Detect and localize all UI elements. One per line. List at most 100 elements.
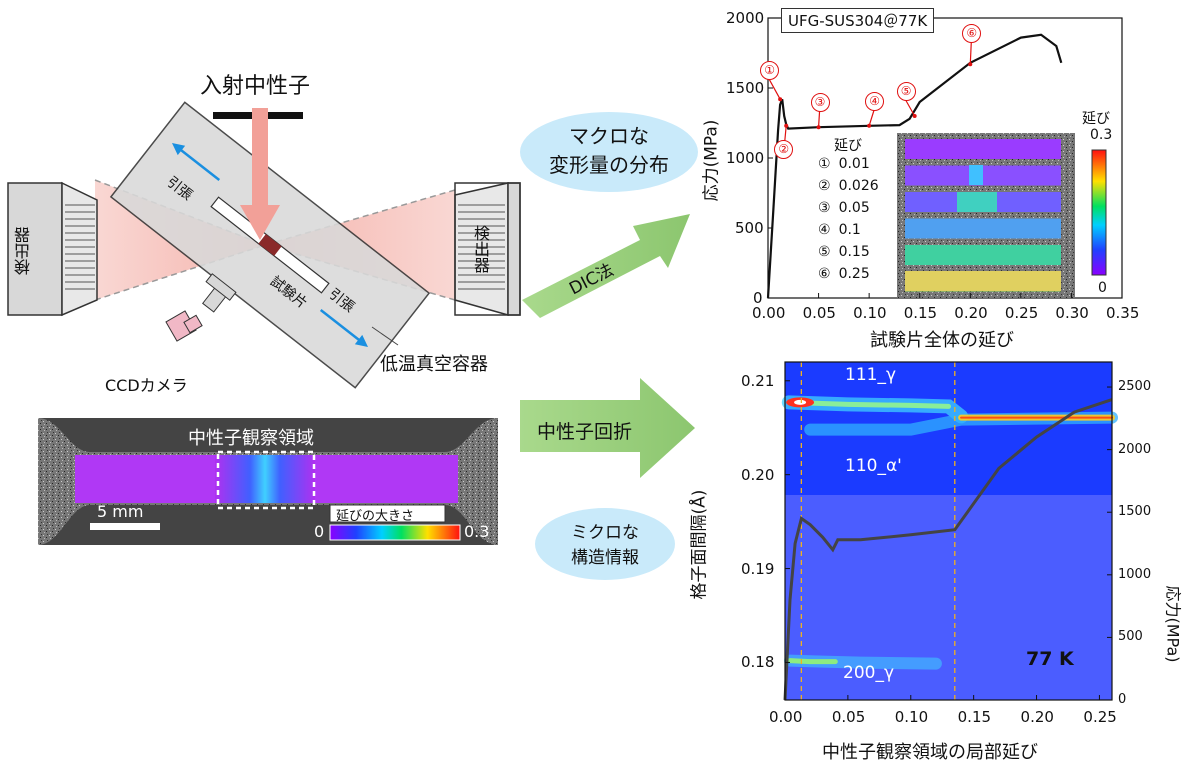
specimen-photo [38, 418, 498, 545]
stress-strain-curve [766, 33, 1063, 299]
plot1-y-tick-label: 2000 [726, 9, 765, 27]
scale-bar-label: 5 mm [97, 502, 144, 521]
strain-bar-max: 0.3 [464, 522, 490, 541]
incident-neutron-label: 入射中性子 [200, 74, 311, 99]
peak-label-111: 111_γ [845, 365, 897, 385]
marker-point [968, 62, 973, 67]
peak-hotspot-core [794, 399, 807, 405]
plot2-y2-tick-label: 0 [1118, 692, 1127, 707]
marker-leader [868, 109, 875, 126]
plot2-y2-tick-label: 1500 [1118, 504, 1152, 520]
dic-legend-row: ④ 0.1 [818, 222, 861, 238]
plot2-y2label: 応力(MPa) [1163, 585, 1183, 663]
dic-strip-band [969, 165, 983, 185]
plot2-y-tick-label: 0.18 [741, 653, 775, 672]
strain-marker-3: ③ [810, 93, 830, 113]
plot1-x-tick-label: 0.35 [1106, 304, 1140, 322]
dic-legend-value: 0.026 [838, 178, 879, 194]
marker-leader [969, 42, 972, 65]
plot2-x-tick-label: 0.15 [957, 708, 992, 726]
dic-legend-row: ① 0.01 [818, 156, 870, 172]
dic-strip [905, 245, 1061, 265]
detector-left-label: 検出器 [14, 227, 33, 275]
strain-bar-label: 延びの大きさ [336, 509, 415, 524]
ccd-camera-shape [165, 273, 237, 342]
plot1-x-tick-label: 0.20 [954, 304, 988, 322]
strain-bar-min: 0 [314, 522, 325, 541]
neutron-area-label: 中性子観察領域 [188, 428, 314, 449]
plot2-y2-tick-label: 500 [1118, 629, 1143, 645]
dic-legend-value: 0.1 [838, 222, 861, 238]
marker-point [867, 123, 872, 128]
plot2-y2-tick-label: 2000 [1118, 441, 1152, 457]
plot1-y-tick-label: 1000 [726, 149, 765, 167]
peak-band-111-core [786, 399, 951, 409]
micro-bubble: ミクロな 構造情報 [535, 508, 675, 580]
strain-marker-4: ④ [865, 91, 885, 111]
marker-point [912, 114, 917, 118]
plot2-y2-tick-label: 1000 [1118, 566, 1152, 582]
cryo-vessel-label: 低温真空容器 [380, 354, 488, 375]
dic-colorbar [1091, 149, 1107, 276]
peak-band-200-core [787, 658, 838, 665]
plot1-y-tick-label: 0 [753, 289, 763, 307]
plot2-y2-tick-label: 2500 [1118, 379, 1152, 395]
plot2-x-tick-label: 0.25 [1083, 708, 1117, 726]
marker-leader [817, 111, 821, 128]
peak-label-200: 200_γ [843, 663, 895, 683]
ccd-camera-label: CCDカメラ [105, 376, 188, 395]
dic-strip [905, 218, 1061, 239]
temperature-annotation: 77 K [1026, 648, 1074, 670]
strain-marker-1: ① [760, 61, 780, 81]
diffraction-heatmap [781, 361, 1118, 701]
dic-legend-num: ⑥ [818, 266, 831, 282]
strain-marker-2: ② [774, 139, 794, 159]
plot2-xlabel: 中性子観察領域の局部延び [822, 742, 1038, 763]
detector-right-label: 検出器 [471, 225, 490, 273]
dic-legend-row: ② 0.026 [818, 178, 879, 194]
micro-bubble-line2: 構造情報 [571, 548, 639, 568]
strain-marker-5: ⑤ [896, 82, 916, 101]
plot2-frame [784, 361, 1113, 701]
marker-point [784, 123, 789, 128]
plot2-y-tick-label: 0.21 [741, 371, 775, 390]
plot2-y-tick-label: 0.19 [741, 559, 775, 578]
dic-legend-num: ④ [818, 222, 831, 238]
plot2-x-tick-label: 0.05 [831, 708, 866, 726]
plot1-y-tick-label: 500 [735, 219, 764, 237]
incident-neutron-beam [252, 108, 268, 223]
dic-legend-value: 0.01 [838, 156, 870, 172]
dic-strip [905, 139, 1061, 159]
plot2-y-tick-label: 0.20 [741, 465, 775, 484]
macro-bubble-line1: マクロな [569, 124, 649, 148]
plot1-title: UFG-SUS304＠77K [781, 8, 935, 33]
marker-leader [768, 78, 781, 100]
plot1-x-tick-label: 0.10 [853, 304, 887, 322]
dic-legend-num: ② [818, 178, 831, 194]
micro-bubble-line1: ミクロな [571, 523, 639, 543]
dic-strip-band [905, 271, 1061, 291]
dic-legend-value: 0.05 [838, 200, 870, 216]
marker-leader [905, 99, 916, 117]
dic-arrow [522, 214, 690, 318]
plot1-ylabel: 応力(MPa) [701, 119, 722, 202]
strain-marker-6: ⑥ [962, 24, 982, 44]
macro-bubble-line2: 変形量の分布 [549, 153, 669, 177]
dic-image-inset [897, 133, 1075, 298]
marker-point [816, 125, 821, 130]
plot1-x-tick-label: 0.15 [903, 304, 938, 322]
dic-legend-num: ③ [818, 200, 831, 216]
dic-legend-value: 0.25 [838, 266, 870, 282]
plot2-x-tick-label: 0.20 [1020, 708, 1054, 726]
dic-legend-row: ③ 0.05 [818, 200, 870, 216]
dic-legend-title: 延び [834, 138, 862, 154]
marker-point [778, 97, 783, 102]
plot1-x-tick-label: 0.05 [802, 304, 836, 322]
macro-bubble: マクロな 変形量の分布 [520, 112, 698, 192]
dic-legend-num: ① [818, 156, 831, 172]
plot1-xlabel: 試験片全体の延び [870, 330, 1014, 351]
dic-legend-num: ⑤ [818, 244, 831, 260]
plot2-x-tick-label: 0.10 [894, 708, 929, 726]
